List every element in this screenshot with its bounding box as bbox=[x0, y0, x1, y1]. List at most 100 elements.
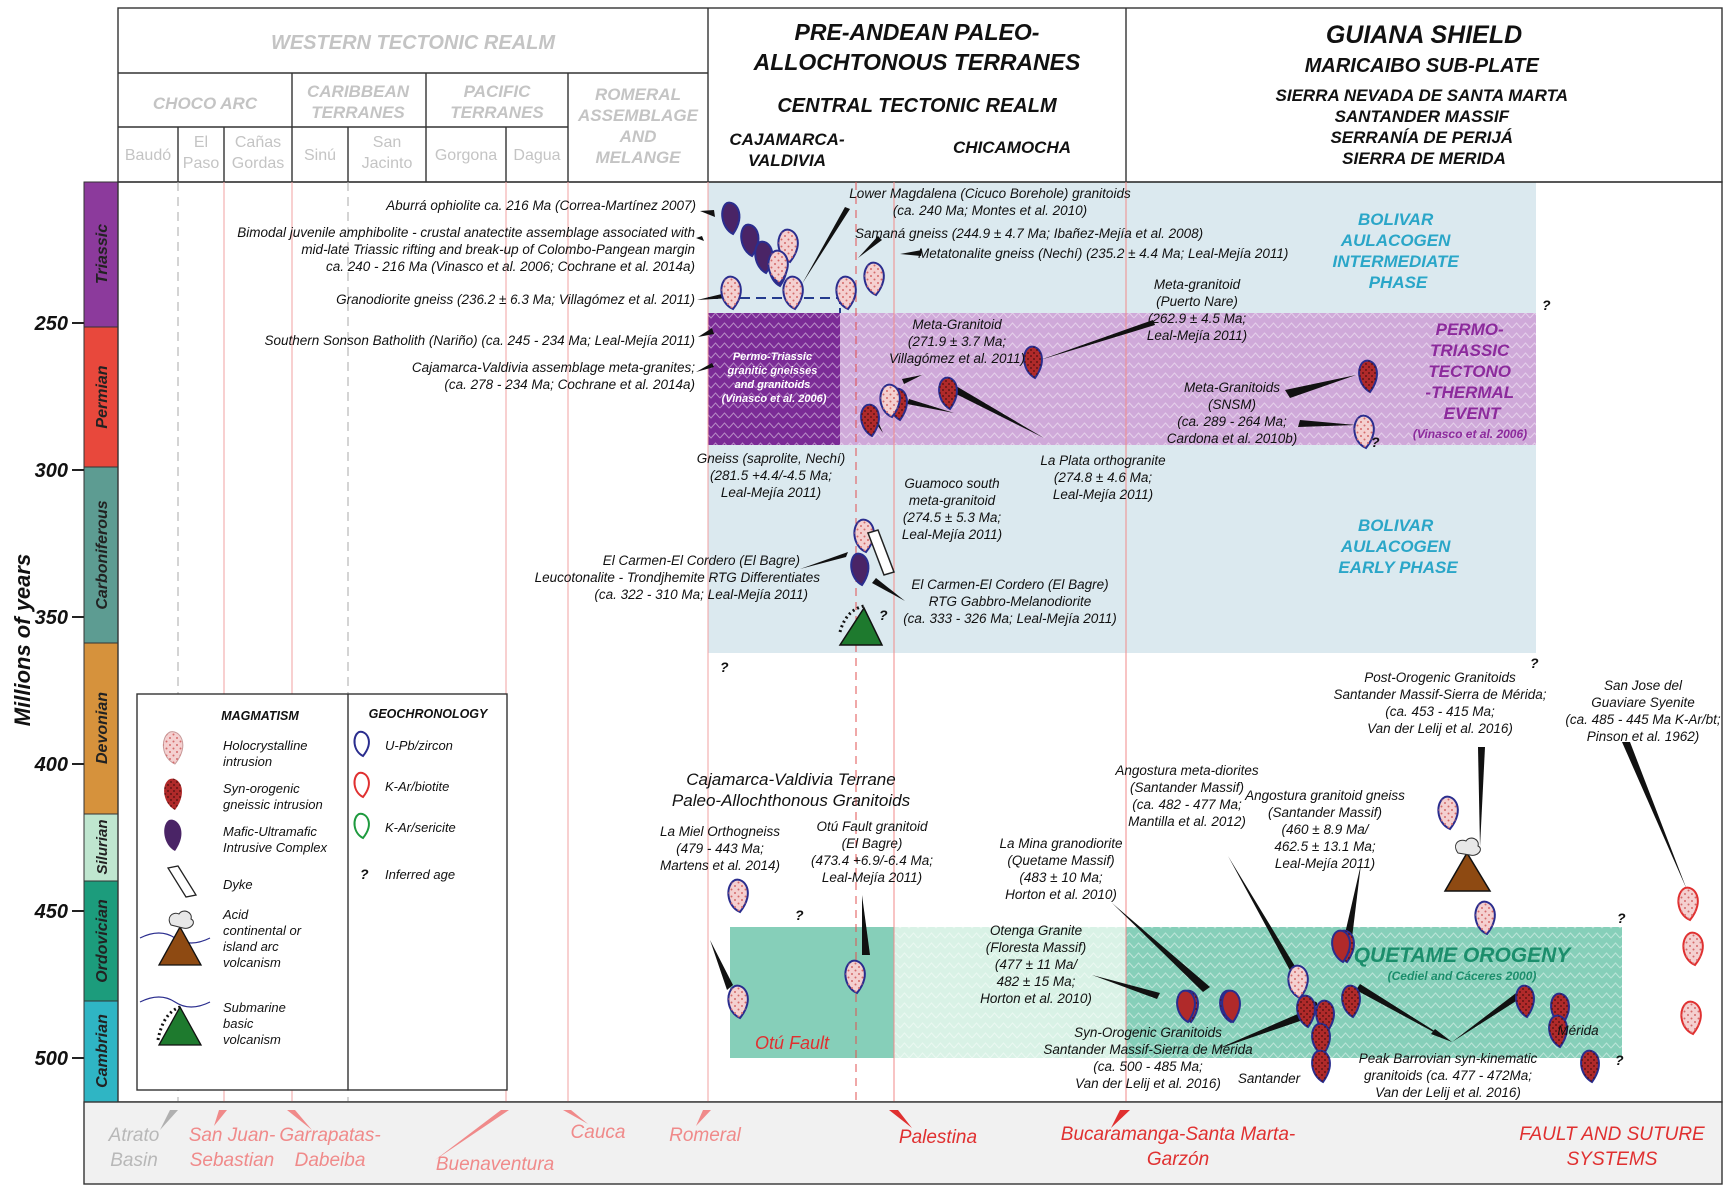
quetame-label: QUETAME OROGENY bbox=[1354, 944, 1573, 967]
svg-text:Inferred age: Inferred age bbox=[385, 867, 455, 882]
intrusion-markers bbox=[720, 201, 1600, 1084]
legend-geochronology-title: GEOCHRONOLOGY bbox=[369, 707, 489, 721]
kar-biotite-markers bbox=[1677, 886, 1704, 1036]
permo-box-label: Permo-Triassic granitic gneisses and gra… bbox=[722, 351, 827, 405]
western-realm-title: WESTERN TECTONIC REALM bbox=[271, 32, 556, 54]
period-permian: Permian bbox=[94, 365, 111, 428]
fault-strip bbox=[83, 1101, 1723, 1185]
svg-text:K-Ar/biotite: K-Ar/biotite bbox=[385, 779, 449, 794]
annotation-gneiss-saprolite: Gneiss (saprolite, Nechí)(281.5 +4.4/-4.… bbox=[697, 451, 846, 500]
header-frame bbox=[117, 7, 1723, 183]
svg-text:Buenaventura: Buenaventura bbox=[436, 1154, 554, 1175]
annotation-puerto-nare: Meta-granitoid(Puerto Nare)(262.9 ± 4.5 … bbox=[1147, 277, 1247, 343]
svg-text:?: ? bbox=[720, 659, 729, 675]
guiana-subtitles: MARICAIBO SUB-PLATE SIERRA NEVADA DE SAN… bbox=[1276, 55, 1573, 168]
annotation-santander: Santander bbox=[1238, 1071, 1301, 1086]
svg-text:?: ? bbox=[1371, 434, 1380, 450]
svg-text:Dagua: Dagua bbox=[513, 147, 560, 164]
tick-450: 450 bbox=[34, 901, 68, 923]
bolivar-intermediate-label: BOLIVAR AULACOGEN INTERMEDIATE PHASE bbox=[1333, 210, 1464, 292]
svg-text:Paso: Paso bbox=[183, 155, 220, 172]
annotation-metatonalite: Metatonalite gneiss (Nechí) (235.2 ± 4.4… bbox=[918, 246, 1288, 261]
period-carboniferous: Carboniferous bbox=[94, 500, 111, 609]
period-ordovician: Ordovician bbox=[94, 899, 111, 983]
chicamocha-title: CHICAMOCHA bbox=[953, 138, 1071, 157]
svg-text:Bucaramanga-Santa Marta-Garzón: Bucaramanga-Santa Marta-Garzón bbox=[1061, 1124, 1295, 1170]
svg-text:Cauca: Cauca bbox=[571, 1122, 626, 1143]
svg-text:K-Ar/sericite: K-Ar/sericite bbox=[385, 820, 456, 835]
annotation-snsm: Meta-Granitoids(SNSM)(ca. 289 - 264 Ma;C… bbox=[1167, 380, 1298, 446]
y-ticks bbox=[72, 322, 84, 1059]
svg-text:El: El bbox=[194, 134, 208, 151]
tick-250: 250 bbox=[34, 313, 68, 335]
tick-350: 350 bbox=[35, 607, 68, 629]
annotation-la-plata: La Plata orthogranite(274.8 ± 4.6 Ma;Lea… bbox=[1040, 453, 1165, 502]
svg-text:Baudó: Baudó bbox=[125, 147, 171, 164]
annotation-angostura-metadiorites: Angostura meta-diorites(Santander Massif… bbox=[1114, 763, 1259, 829]
tick-500: 500 bbox=[35, 1048, 68, 1070]
annotation-angostura-gneiss: Angostura granitoid gneiss(Santander Mas… bbox=[1244, 788, 1405, 871]
annotation-meta-granitoid: Meta-Granitoid(271.9 ± 3.7 Ma;Villagómez… bbox=[889, 317, 1025, 366]
annotation-lower-magdalena: Lower Magdalena (Cicuco Borehole) granit… bbox=[849, 186, 1131, 218]
tick-400: 400 bbox=[34, 754, 68, 776]
period-triassic: Triassic bbox=[94, 224, 111, 284]
svg-text:?: ? bbox=[360, 866, 369, 882]
svg-text:San Juan-Sebastian: San Juan-Sebastian bbox=[189, 1125, 276, 1171]
annotation-el-carmen-leuco: El Carmen-El Cordero (El Bagre)Leucotona… bbox=[535, 553, 821, 602]
annotation-granodiorite-gneiss: Granodiorite gneiss (236.2 ± 6.3 Ma; Vil… bbox=[336, 292, 695, 307]
annotation-el-carmen-gabbro: El Carmen-El Cordero (El Bagre)RTG Gabbr… bbox=[903, 577, 1117, 626]
svg-text:?: ? bbox=[795, 907, 804, 923]
period-silurian: Silurian bbox=[94, 819, 111, 874]
annotation-otu-granitoid: Otú Fault granitoid(El Bagre)(473.4 +6.9… bbox=[811, 819, 933, 885]
svg-text:Jacinto: Jacinto bbox=[362, 155, 413, 172]
annotations: Aburrá ophiolite ca. 216 Ma (Correa-Mart… bbox=[237, 186, 1721, 1100]
dyke-marker bbox=[867, 529, 895, 576]
y-axis-label: Millions of years bbox=[10, 554, 35, 726]
choco-arc-title: CHOCO ARC bbox=[153, 94, 258, 113]
annotation-cajamarca-metagranites: Cajamarca-Valdivia assemblage meta-grani… bbox=[412, 360, 695, 392]
otu-fault-label: Otú Fault bbox=[755, 1033, 830, 1053]
annotation-merida: Mérida bbox=[1557, 1023, 1599, 1038]
annotation-bimodal: Bimodal juvenile amphibolite - crustal a… bbox=[237, 225, 695, 274]
svg-text:Gorgona: Gorgona bbox=[435, 147, 497, 164]
annotation-otenga: Otenga Granite(Floresta Massif)(477 ± 11… bbox=[980, 923, 1092, 1006]
svg-text:Dyke: Dyke bbox=[223, 877, 253, 892]
svg-text:?: ? bbox=[1617, 910, 1626, 926]
permo-triassic-event-label: PERMO- TRIASSIC TECTONO -THERMAL EVENT bbox=[1425, 320, 1518, 423]
pre-andean-title: PRE-ANDEAN PALEO-ALLOCHTONOUS TERRANES bbox=[753, 19, 1081, 75]
tick-300: 300 bbox=[35, 460, 68, 482]
svg-text:Cañas: Cañas bbox=[235, 134, 281, 151]
svg-text:?: ? bbox=[1530, 655, 1539, 671]
quetame-ref: (Cediel and Cáceres 2000) bbox=[1388, 969, 1537, 983]
legend-magmatism-title: MAGMATISM bbox=[221, 709, 299, 723]
svg-text:?: ? bbox=[879, 607, 888, 623]
fault-markers bbox=[160, 1110, 1130, 1160]
svg-text:San: San bbox=[373, 134, 401, 151]
subcolumn-labels: Baudó El Paso Cañas Gordas Sinú San Jaci… bbox=[125, 134, 561, 172]
svg-text:?: ? bbox=[1542, 297, 1551, 313]
callout-wedges bbox=[696, 207, 1687, 1050]
central-realm-title: CENTRAL TECTONIC REALM bbox=[777, 95, 1058, 117]
bolivar-early-label: BOLIVAR AULACOGEN EARLY PHASE bbox=[1338, 516, 1458, 577]
guiana-shield-title: GUIANA SHIELD bbox=[1326, 21, 1522, 49]
annotation-la-miel: La Miel Orthogneiss(479 - 443 Ma;Martens… bbox=[660, 824, 780, 873]
annotation-samana: Samaná gneiss (244.9 ± 4.7 Ma; Ibañez-Me… bbox=[855, 226, 1203, 241]
svg-text:Romeral: Romeral bbox=[669, 1125, 742, 1146]
